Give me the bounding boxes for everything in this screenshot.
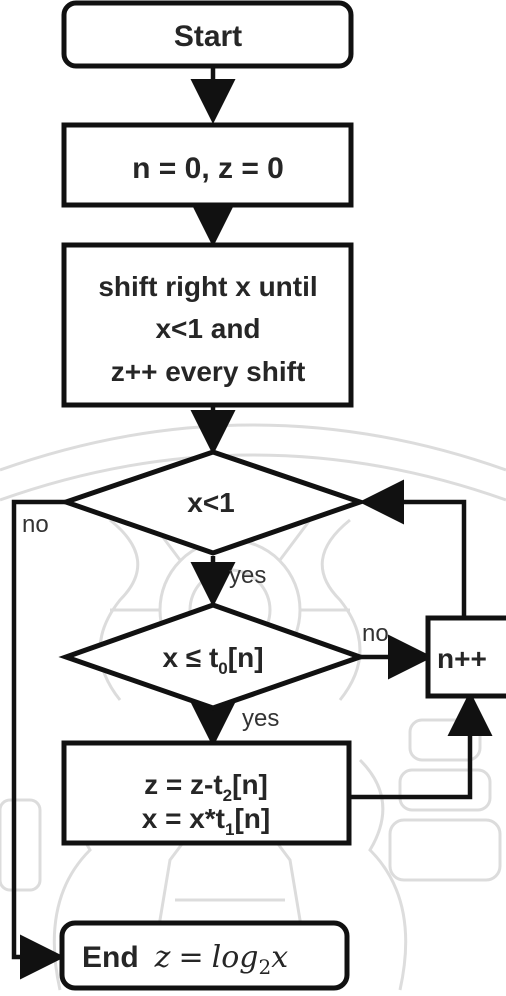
start-terminator (61, 0, 354, 69)
end-formula-fn: log (212, 940, 259, 975)
node-cond1: x<1 (58, 449, 368, 556)
cond2-label-suffix: [n] (228, 642, 264, 673)
update-line1-suffix: [n] (232, 769, 268, 800)
end-word: End (82, 941, 139, 974)
end-terminator (59, 920, 350, 991)
init-process-box (61, 122, 354, 208)
update-label-line2: x = x*t1[n] (142, 803, 271, 839)
end-formula-lhs: z (154, 940, 171, 975)
shift-label-line1: shift right x until (98, 271, 317, 302)
update-line2-suffix: [n] (234, 803, 270, 834)
end-formula-base: 2 (259, 955, 272, 979)
cond1-decision-diamond (58, 449, 368, 556)
edge-update-to-increment (351, 691, 493, 800)
end-formula-arg: x (271, 940, 288, 975)
start-label: Start (174, 20, 242, 53)
edge-cond1-no (11, 499, 95, 980)
node-increment: n++ (425, 615, 506, 699)
cond2-yes-label: yes (242, 705, 279, 732)
update-line1-prefix: z = z-t (144, 769, 223, 800)
edge-increment-to-cond1 (359, 479, 467, 618)
update-label-line1: z = z-t2[n] (144, 769, 268, 805)
cond2-label-subscript: 0 (218, 659, 227, 678)
end-formula-eq: = (178, 940, 203, 975)
update-process-box (61, 740, 352, 846)
cond2-decision-diamond (58, 602, 368, 711)
node-cond2: x ≤ t0[n] (58, 602, 368, 711)
cond2-no-label: no (362, 620, 389, 647)
cond2-label: x ≤ t0[n] (162, 642, 263, 678)
node-update: z = z-t2[n] x = x*t1[n] (61, 740, 352, 846)
edges (11, 68, 493, 980)
cond1-no-label: no (22, 511, 49, 538)
init-label: n = 0, z = 0 (132, 152, 284, 185)
shift-label-line3: z++ every shift (111, 356, 306, 387)
increment-process-box (425, 615, 506, 699)
shift-label-line2: x<1 and (155, 313, 260, 344)
node-start: Start (61, 0, 354, 69)
increment-label: n++ (437, 643, 487, 674)
update-line1-subscript: 2 (223, 786, 232, 805)
node-shift: shift right x until x<1 and z++ every sh… (61, 242, 354, 408)
update-line2-prefix: x = x*t (142, 803, 225, 834)
shift-process-box (61, 242, 354, 408)
node-init: n = 0, z = 0 (61, 122, 354, 208)
cond2-label-prefix: x ≤ t (162, 642, 218, 673)
update-line2-subscript: 1 (225, 820, 234, 839)
cond1-label: x<1 (187, 487, 235, 518)
cond1-yes-label: yes (229, 562, 266, 589)
